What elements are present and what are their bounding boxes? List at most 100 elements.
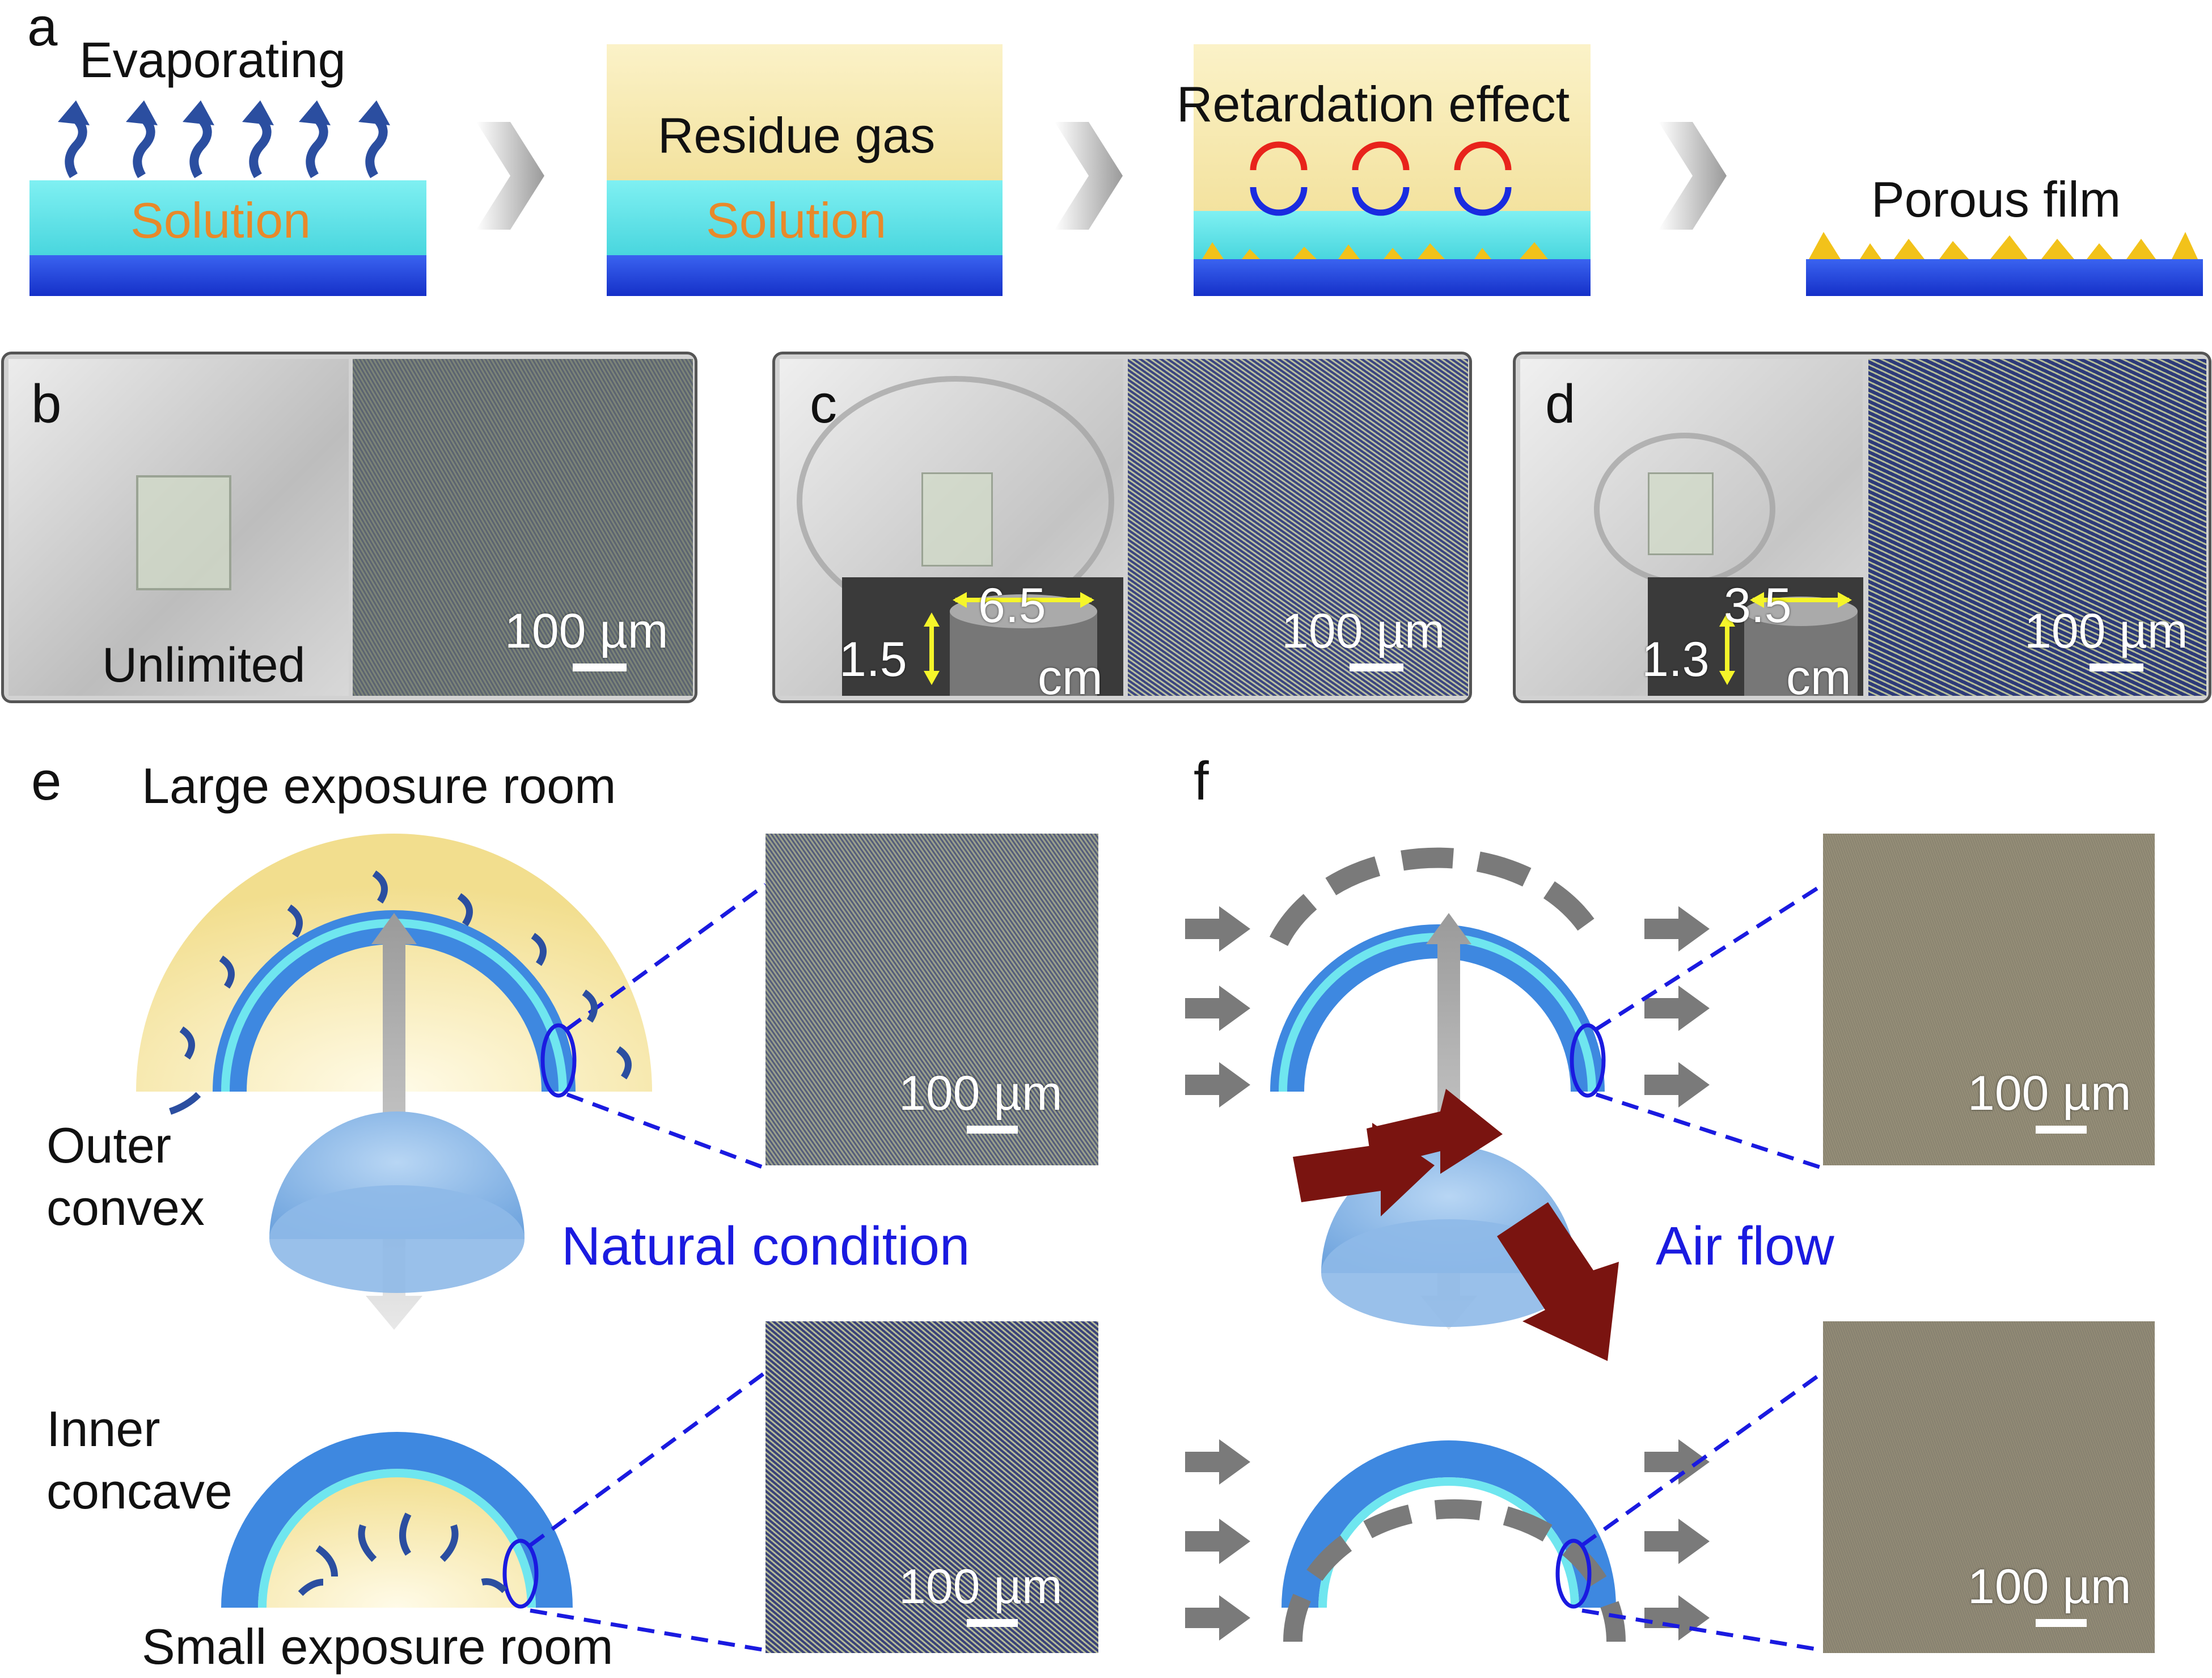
chevron-3 — [1659, 122, 1727, 230]
step2-solution — [607, 180, 1003, 255]
step1-top-label: Evaporating — [79, 32, 346, 88]
panel-e-condition: Natural condition — [561, 1216, 970, 1277]
panel-f-micrograph-top — [1823, 834, 2155, 1165]
step1-substrate — [29, 255, 426, 296]
panel-b-scale-bar — [573, 663, 627, 671]
step1-solution — [29, 180, 426, 255]
zoom-line — [530, 1608, 766, 1652]
panel-c-frame — [772, 352, 1472, 703]
inward-arrows — [298, 1512, 507, 1596]
zoom-circle-top — [540, 1023, 577, 1098]
panel-a-schematic — [29, 44, 2203, 296]
panel-d-inset — [1648, 577, 1863, 696]
step3-top-label: Retardation effect — [1177, 76, 1570, 132]
panel-e-letter: e — [31, 751, 62, 811]
panel-c-diameter: 6.5 — [978, 578, 1046, 633]
panel-c-unit: cm — [1038, 650, 1103, 705]
step4-substrate — [1806, 259, 2203, 296]
zoom-line — [565, 883, 767, 1031]
zoom-line — [1595, 1092, 1824, 1170]
panel-f-scale-bottom-bar — [2036, 1619, 2087, 1627]
panel-b-letter: b — [31, 374, 62, 434]
step2-substrate — [607, 255, 1003, 296]
panel-c-inset — [842, 577, 1123, 696]
dish-dimension-diagram — [1719, 592, 1858, 696]
zoom-line — [1595, 883, 1824, 1031]
panel-f-micrograph-bottom — [1823, 1321, 2155, 1653]
step3-substrate — [1194, 259, 1591, 296]
chevron-2 — [1055, 122, 1123, 230]
panel-d-micrograph — [1868, 359, 2206, 696]
zoom-line — [528, 1371, 767, 1547]
panel-d-scale-bar — [2090, 663, 2143, 671]
airflow-arc-top — [1269, 847, 1606, 946]
dish-dimension-diagram — [924, 592, 1097, 696]
panel-e-bottom-room: Small exposure room — [142, 1618, 614, 1675]
zoom-circle-bottom — [502, 1538, 539, 1609]
glass-substrate — [1648, 472, 1714, 555]
panel-e-micrograph-top — [765, 834, 1098, 1165]
glass-substrate — [921, 472, 993, 567]
panel-e-scale-bottom-bar — [967, 1619, 1018, 1627]
inner-concave-substrate — [221, 1432, 573, 1608]
panel-c-scale-label: 100 µm — [1281, 604, 1445, 658]
panel-d-photo — [1520, 359, 1863, 696]
glass-substrate — [136, 475, 231, 590]
panel-d-unit: cm — [1786, 650, 1851, 705]
panel-f-condition: Air flow — [1656, 1216, 1834, 1277]
panel-c-scale-bar — [1350, 663, 1403, 671]
step3-circulation — [1250, 141, 1512, 216]
panel-f-scale-top-label: 100 µm — [1968, 1066, 2131, 1121]
panel-f-schematic — [1185, 847, 1825, 1652]
step3-crystals — [1202, 242, 1548, 259]
panel-f-scale-bottom-label: 100 µm — [1968, 1559, 2131, 1614]
panel-e-scale-bottom-label: 100 µm — [899, 1559, 1063, 1614]
panel-d-diameter: 3.5 — [1724, 578, 1792, 633]
zoom-line — [566, 1092, 767, 1170]
panel-b-photo — [9, 359, 349, 696]
panel-e-top-room: Large exposure room — [142, 758, 616, 814]
zoom-circle-bottom — [1555, 1538, 1592, 1609]
panel-e-outer: Outer convex — [46, 1117, 205, 1236]
panel-b-photo-label: Unlimited — [102, 638, 306, 692]
panel-c-photo — [780, 359, 1123, 696]
panel-d-scale-label: 100 µm — [2024, 604, 2188, 658]
panel-e-schematic — [136, 834, 767, 1652]
step4-top-label: Porous film — [1871, 171, 2121, 227]
panel-c-letter: c — [810, 374, 837, 434]
step4-crystals — [1809, 232, 2198, 259]
panel-e-micrograph-bottom — [765, 1321, 1098, 1653]
step2-layer-label: Solution — [706, 192, 887, 248]
inner-concave-substrate — [1281, 1440, 1616, 1608]
outer-convex-substrate — [213, 910, 576, 1092]
panel-b-frame — [1, 352, 697, 703]
panel-c-height: 1.5 — [839, 632, 907, 687]
panel-e-scale-top-bar — [967, 1126, 1018, 1134]
panel-f-letter: f — [1194, 751, 1209, 811]
hemisphere-base — [269, 1185, 525, 1293]
airflow-arc-bottom — [1283, 1499, 1626, 1642]
airflow-red-arrows — [1293, 1089, 1619, 1361]
airflow-arrows-left — [1185, 906, 1250, 1641]
zoom-circle-top — [1570, 1023, 1606, 1098]
chevron-1 — [476, 122, 544, 230]
panel-a-letter: a — [27, 0, 58, 57]
panel-e-inner: Inner concave — [46, 1401, 232, 1519]
zoom-line — [1580, 1371, 1825, 1547]
panel-b-scale-label: 100 µm — [505, 604, 669, 658]
step2-gas — [607, 44, 1003, 180]
step3-gas — [1194, 44, 1591, 214]
step1-arrows — [58, 100, 390, 179]
panel-d-height: 1.3 — [1642, 632, 1710, 687]
step1-layer-label: Solution — [130, 192, 311, 248]
panel-d-letter: d — [1545, 374, 1576, 434]
outward-arrows — [169, 870, 632, 1115]
panel-d-frame — [1513, 352, 2211, 703]
panel-f-scale-top-bar — [2036, 1126, 2087, 1134]
panel-b-micrograph — [353, 359, 693, 696]
step2-top-label: Residue gas — [658, 107, 936, 163]
zoom-line — [1581, 1608, 1824, 1652]
panel-c-micrograph — [1128, 359, 1468, 696]
panel-e-scale-top-label: 100 µm — [899, 1066, 1063, 1121]
